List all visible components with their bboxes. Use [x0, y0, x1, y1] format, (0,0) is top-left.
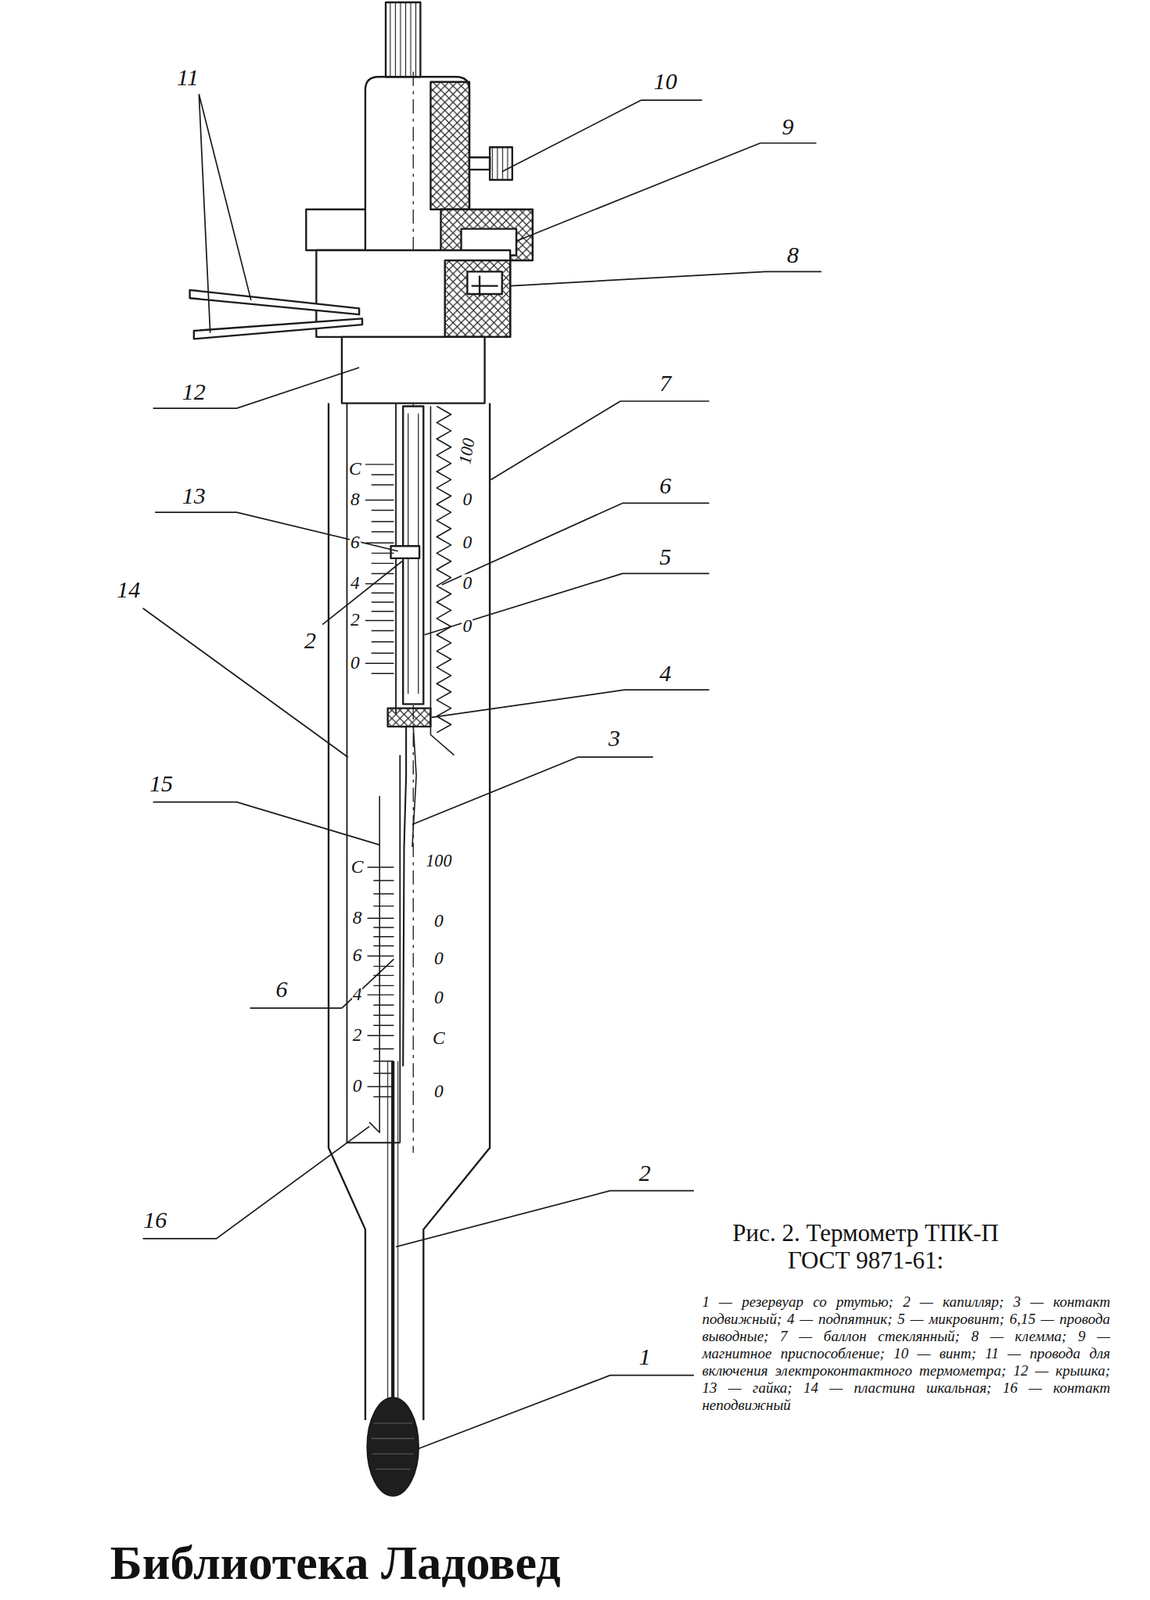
leader-line [322, 561, 403, 626]
head-section [430, 82, 470, 210]
lower-ticks [367, 867, 395, 1097]
scale-number: 8 [349, 490, 361, 509]
scale-number: 8 [352, 909, 363, 928]
scale-plate [346, 403, 400, 1144]
callout-number: 11 [176, 65, 200, 90]
cover [341, 337, 486, 404]
head [365, 76, 470, 210]
legend-text: 1 — резервуар со ртутью; 2 — капилляр; 3… [701, 1293, 1111, 1415]
scale-number: 0 [462, 574, 474, 593]
scale-number: 2 [352, 1026, 363, 1045]
callout-number: 8 [786, 243, 800, 267]
screw-shaft [469, 157, 490, 170]
scale-number: 0 [462, 617, 474, 636]
leader-line [418, 1376, 694, 1450]
leader-line [154, 512, 398, 552]
callout-number: 6 [275, 977, 289, 1002]
scale-number: 0 [349, 654, 361, 673]
scale-number: С [350, 858, 365, 877]
scale-number: 0 [433, 912, 445, 931]
scale-number: 6 [352, 946, 363, 965]
scale-number: 4 [352, 985, 363, 1004]
figure-caption: Рис. 2. Термометр ТПК-П ГОСТ 9871-61: [709, 1220, 1023, 1275]
lead-wire [369, 796, 380, 1133]
scale-number: С [348, 460, 363, 478]
mercury-bulb [371, 1423, 415, 1470]
wing [305, 209, 366, 251]
leader-line [143, 608, 349, 758]
leader-line [412, 757, 654, 825]
scale-number: 2 [349, 610, 361, 629]
thermometer-body [190, 2, 533, 1497]
thread [436, 406, 451, 734]
terminal-housing [445, 260, 511, 338]
leader-line [510, 271, 822, 286]
callout-number: 4 [658, 661, 673, 686]
leader-line [424, 573, 710, 635]
scale-number: 0 [433, 949, 445, 968]
scale-number: 4 [349, 574, 361, 593]
scale-number: 100 [424, 852, 453, 870]
callout-number: 14 [115, 578, 141, 602]
terminal-clip [471, 276, 499, 297]
nut [391, 546, 421, 559]
cable [385, 2, 421, 77]
mercury-bulb [367, 1397, 419, 1496]
capillary [388, 1061, 399, 1414]
callout-number: 2 [303, 628, 317, 653]
callout-number: 2 [638, 1161, 652, 1186]
leader-line [198, 93, 252, 333]
leader-line [153, 367, 360, 409]
screw-knob [489, 147, 513, 180]
capillary [391, 1061, 395, 1414]
leader-line [516, 143, 816, 241]
scale-number: 0 [352, 1077, 363, 1096]
callout-number: 13 [181, 484, 207, 508]
scale-number: 0 [433, 988, 445, 1007]
scale-ticks [365, 464, 395, 1098]
scale-number: 0 [462, 490, 474, 509]
scale-number: 6 [349, 533, 361, 552]
leader-line [250, 959, 395, 1009]
wire [190, 290, 360, 315]
callout-number: 1 [638, 1345, 652, 1370]
moving-contact [412, 726, 417, 848]
watermark: Библиотека Ладовед [110, 1538, 561, 1588]
callout-number: 15 [148, 772, 174, 796]
leader-line [502, 100, 703, 172]
callout-number: 12 [181, 380, 207, 404]
callout-number: 16 [142, 1208, 168, 1233]
leader-line [442, 503, 710, 585]
callout-number: 7 [658, 371, 673, 396]
moving-contact [399, 726, 407, 1067]
scale-number: 0 [462, 533, 474, 552]
bearing [388, 708, 432, 727]
scale-number: С [431, 1029, 446, 1048]
callout-number: 10 [652, 69, 678, 94]
callout-number: 9 [780, 115, 795, 139]
callout-number: 5 [658, 545, 673, 569]
upper-ticks [365, 464, 395, 674]
leader-line [395, 1191, 694, 1248]
leader-line [431, 690, 710, 718]
leader-line [143, 1126, 371, 1239]
scale-number: 0 [433, 1082, 445, 1101]
callout-number: 3 [607, 726, 622, 751]
glass-balloon [423, 403, 490, 1421]
terminal [467, 271, 502, 295]
leader-line [153, 802, 381, 846]
scale-number: 100 [456, 435, 478, 467]
leader-lines [143, 93, 822, 1449]
leader-line [490, 401, 709, 480]
callout-number: 6 [658, 474, 673, 498]
wire [194, 318, 363, 339]
